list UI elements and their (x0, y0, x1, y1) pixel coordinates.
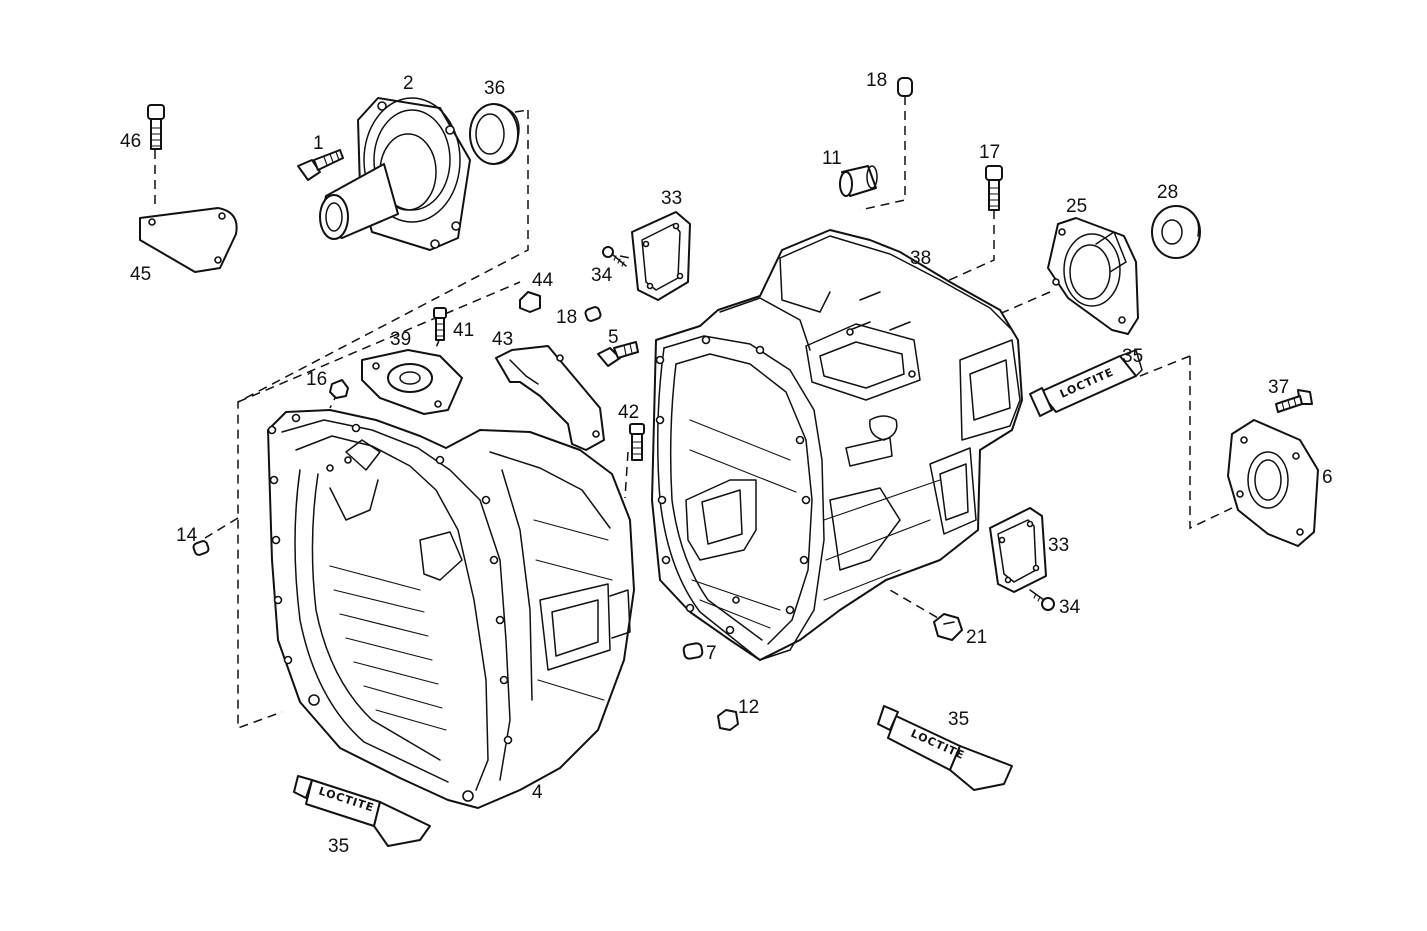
callout-38: 38 (910, 248, 931, 269)
seal-28 (1151, 205, 1201, 259)
callout-1: 1 (313, 133, 324, 154)
plug-12 (717, 709, 739, 731)
callout-labels: 1 2 4 5 6 7 11 12 14 16 17 18 18 21 25 2… (120, 70, 1333, 857)
pin-18-small (584, 306, 602, 322)
bracket-43 (495, 345, 605, 451)
callout-18-small: 18 (556, 307, 577, 328)
callout-21: 21 (966, 627, 987, 648)
callout-14: 14 (176, 525, 198, 546)
callout-45: 45 (130, 264, 151, 285)
callout-28: 28 (1157, 182, 1178, 203)
callout-16: 16 (306, 369, 327, 390)
bolt-1 (297, 149, 344, 181)
callout-7: 7 (706, 643, 717, 664)
callout-17: 17 (979, 142, 1000, 163)
plate-33-top (631, 211, 691, 301)
callout-39: 39 (390, 329, 411, 350)
callout-35-left: 35 (328, 836, 349, 857)
flange-6 (1227, 419, 1319, 547)
callout-6: 6 (1322, 467, 1333, 488)
bolt-46 (147, 104, 165, 150)
callout-34-lower: 34 (1059, 597, 1081, 618)
bolt-42 (629, 423, 645, 461)
bolt-41 (433, 307, 447, 341)
plate-39 (361, 349, 463, 415)
callout-33-top: 33 (661, 188, 682, 209)
loctite-tube-35-center: LOCTITE (877, 705, 1013, 791)
nut-44 (519, 291, 541, 313)
bolt-34-top (602, 246, 627, 267)
clutch-housing-4 (267, 409, 635, 809)
bearing-retainer-2 (319, 97, 471, 251)
gearbox-case-38 (651, 229, 1023, 661)
callout-41: 41 (453, 320, 474, 341)
callout-37: 37 (1268, 377, 1289, 398)
callout-11: 11 (822, 148, 842, 169)
callout-25: 25 (1066, 196, 1087, 217)
seal-36 (469, 103, 520, 165)
callout-5: 5 (608, 327, 619, 348)
plate-33-lower (989, 507, 1047, 593)
cover-plate-45 (139, 207, 238, 273)
loctite-tube-35-left: LOCTITE (293, 775, 431, 847)
bolt-17 (985, 165, 1003, 211)
callout-2: 2 (403, 73, 414, 94)
pin-18-top (897, 77, 913, 97)
plug-21 (933, 613, 963, 641)
pin-7 (682, 642, 704, 660)
callout-34-top: 34 (591, 265, 613, 286)
bolt-37 (1275, 389, 1313, 413)
callout-46: 46 (120, 131, 141, 152)
callout-35-center: 35 (948, 709, 969, 730)
callout-44: 44 (532, 270, 554, 291)
callout-35-right: 35 (1122, 346, 1143, 367)
housing-25 (1047, 217, 1139, 335)
bolt-34-lower (1029, 589, 1055, 611)
pin-14 (192, 540, 210, 556)
callout-12: 12 (738, 697, 759, 718)
callout-18-top: 18 (866, 70, 887, 91)
bolt-5 (597, 341, 639, 367)
callout-43: 43 (492, 329, 513, 350)
callout-42: 42 (618, 402, 639, 423)
callout-33-lower: 33 (1048, 535, 1069, 556)
callout-4: 4 (532, 782, 543, 803)
bushing-11 (839, 165, 878, 197)
callout-36: 36 (484, 78, 505, 99)
plug-16 (329, 379, 349, 399)
